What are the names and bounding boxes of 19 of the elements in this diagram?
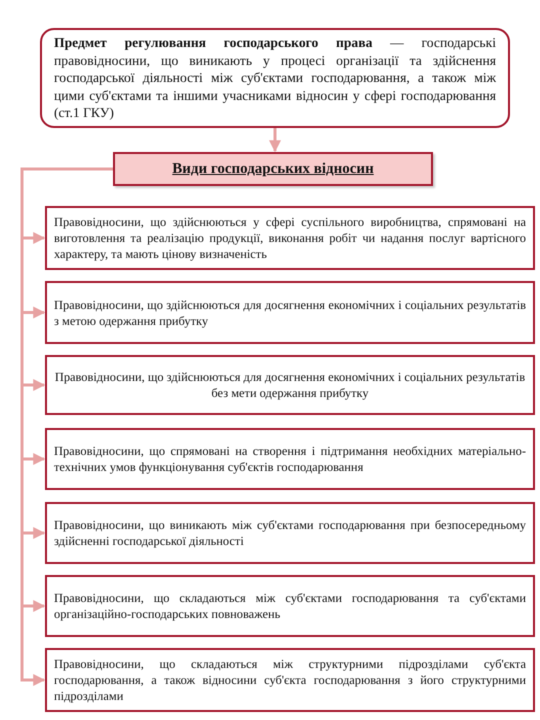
box-text: Правовідносини, що спрямовані на створення і підтримання необхідних матеріально-технічних умов функціонування суб'єктів господарювання bbox=[54, 443, 526, 475]
arrow bbox=[269, 128, 281, 152]
box-text: Предмет регулювання господарського права — господарські правовідносини, що виникають у процесі організації та здійснення господарської діяльності між суб'єктами господарювання, а також між цими суб'єктами та іншими учасниками відносин у сфері господарювання (ст.1 ГКУ) bbox=[54, 34, 496, 122]
box-text: Правовідносини, що здійснюються для досягнення економічних і соціальних результатів без мети одержання прибутку bbox=[54, 369, 526, 401]
heading-text: Види господарських відносин bbox=[171, 161, 375, 177]
box-text: Правовідносини, що складаються між структурними підрозділами суб'єкта господарювання, а також відносини суб'єкта господарювання з його структурними підрозділами bbox=[54, 656, 526, 704]
category-box bbox=[45, 428, 535, 490]
category-box bbox=[45, 648, 535, 712]
category-box bbox=[45, 502, 535, 564]
category-box bbox=[45, 281, 535, 344]
box-text: Правовідносини, що виникають між суб'єктами господарювання при безпосередньому здійсненні господарської діяльності bbox=[54, 517, 526, 549]
box-text: Правовідносини, що здійснюються у сфері суспільного виробництва, спрямовані на виготовлення та реалізацію продукції, виконання робіт чи надання послуг вартісного характеру, та мають цінову визначеність bbox=[54, 214, 526, 262]
heading-box bbox=[113, 152, 433, 186]
category-box bbox=[45, 575, 535, 637]
box-text: Правовідносини, що здійснюються для досягнення економічних і соціальних результатів з метою одержання прибутку bbox=[54, 296, 526, 328]
box-text: Правовідносини, що складаються між суб'єктами господарювання та суб'єктами організаційно-господарських повноважень bbox=[54, 590, 526, 622]
definition-box bbox=[40, 28, 510, 128]
category-box bbox=[45, 206, 535, 270]
category-box bbox=[45, 355, 535, 415]
